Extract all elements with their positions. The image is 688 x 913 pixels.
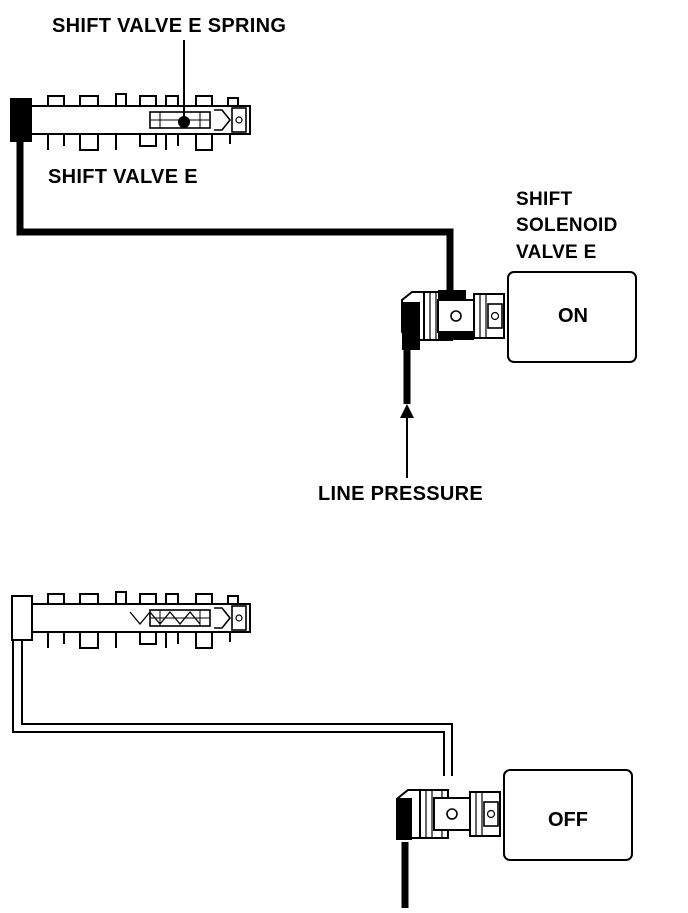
state-off-text: OFF	[548, 809, 588, 831]
off-state-diagram: OFF	[11, 591, 633, 908]
pressurized-passage	[16, 142, 454, 294]
shift-valve-e-label: SHIFT VALVE E	[48, 166, 198, 188]
solenoid-valve-on: ON	[401, 271, 637, 363]
solenoid-label-line3: VALVE E	[516, 242, 597, 263]
shift-valve-e-spring-label: SHIFT VALVE E SPRING	[52, 15, 287, 37]
solenoid-label-line2: SOLENOID	[516, 215, 618, 236]
solenoid-label-line1: SHIFT	[516, 189, 573, 210]
shift-valve-e-on	[10, 93, 251, 151]
shift-valve-e-off	[11, 591, 251, 649]
drained-passage	[12, 640, 453, 776]
on-state-diagram: ON	[10, 40, 637, 478]
solenoid-valve-off: OFF	[396, 769, 633, 861]
state-on-text: ON	[558, 305, 588, 327]
line-pressure-label: LINE PRESSURE	[318, 483, 484, 505]
up-arrow-icon	[400, 404, 414, 418]
